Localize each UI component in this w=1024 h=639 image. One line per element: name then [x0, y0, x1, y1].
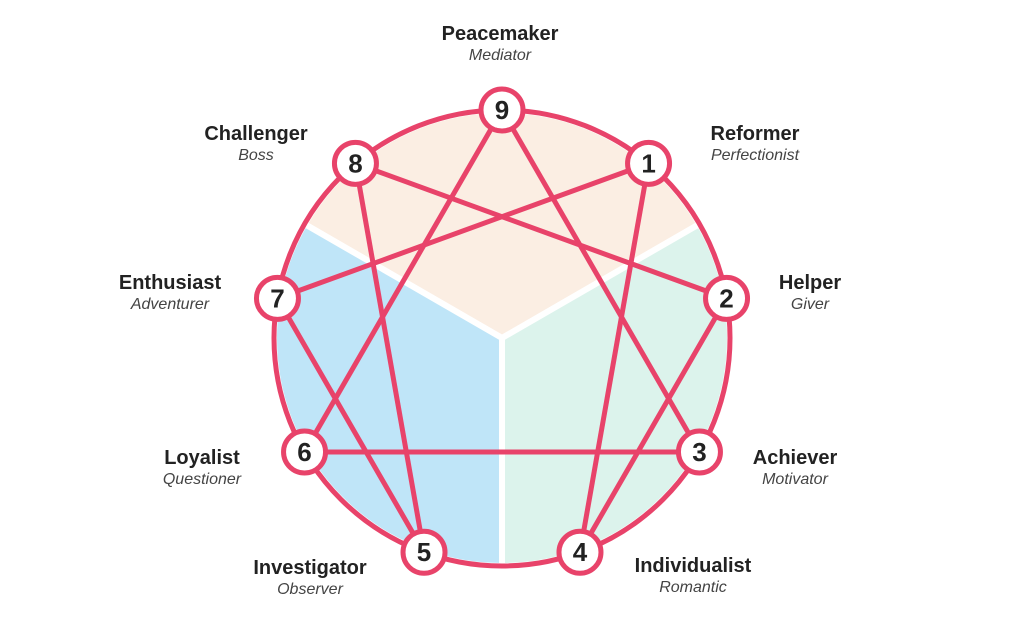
node-number-4: 4: [573, 537, 588, 567]
type-name: Investigator: [253, 557, 367, 579]
type-alias: Giver: [790, 296, 830, 313]
connection-line-4-2: [577, 297, 729, 554]
type-alias: Questioner: [162, 471, 242, 488]
node-number-3: 3: [692, 437, 706, 467]
type-alias: Adventurer: [130, 296, 210, 313]
type-alias: Perfectionist: [710, 147, 800, 164]
connection-line-2-8: [354, 160, 728, 301]
type-alias: Mediator: [468, 47, 532, 64]
type-alias: Romantic: [659, 579, 727, 596]
node-number-1: 1: [641, 148, 655, 178]
connection-line-9-3: [499, 108, 702, 454]
type-name: Reformer: [710, 123, 800, 145]
node-number-2: 2: [719, 283, 733, 313]
node-1: [625, 139, 673, 187]
node-number-9: 9: [495, 95, 509, 125]
node-7: [253, 274, 301, 322]
type-alias: Observer: [277, 581, 343, 598]
type-alias: Motivator: [762, 471, 828, 488]
type-name: Helper: [778, 272, 842, 294]
connection-line-8-5: [352, 162, 427, 553]
type-name: Loyalist: [164, 447, 240, 469]
connection-line-6-9: [302, 108, 505, 454]
type-name: Individualist: [634, 555, 752, 577]
node-3: [675, 428, 723, 476]
type-name: Enthusiast: [118, 272, 222, 294]
node-8: [331, 139, 379, 187]
connection-line-5-7: [275, 297, 427, 554]
node-2: [703, 274, 751, 322]
node-9: [478, 86, 526, 134]
type-name: Peacemaker: [441, 23, 559, 45]
connection-line-1-4: [577, 162, 652, 553]
node-number-8: 8: [348, 148, 362, 178]
node-number-7: 7: [270, 283, 284, 313]
node-4: [556, 528, 604, 576]
type-name: Achiever: [752, 447, 838, 469]
connection-line-7-1: [276, 160, 650, 301]
type-alias: Boss: [238, 147, 274, 164]
type-name: Challenger: [204, 123, 308, 145]
node-number-5: 5: [417, 537, 431, 567]
node-5: [400, 528, 448, 576]
node-6: [281, 428, 329, 476]
node-number-6: 6: [297, 437, 311, 467]
